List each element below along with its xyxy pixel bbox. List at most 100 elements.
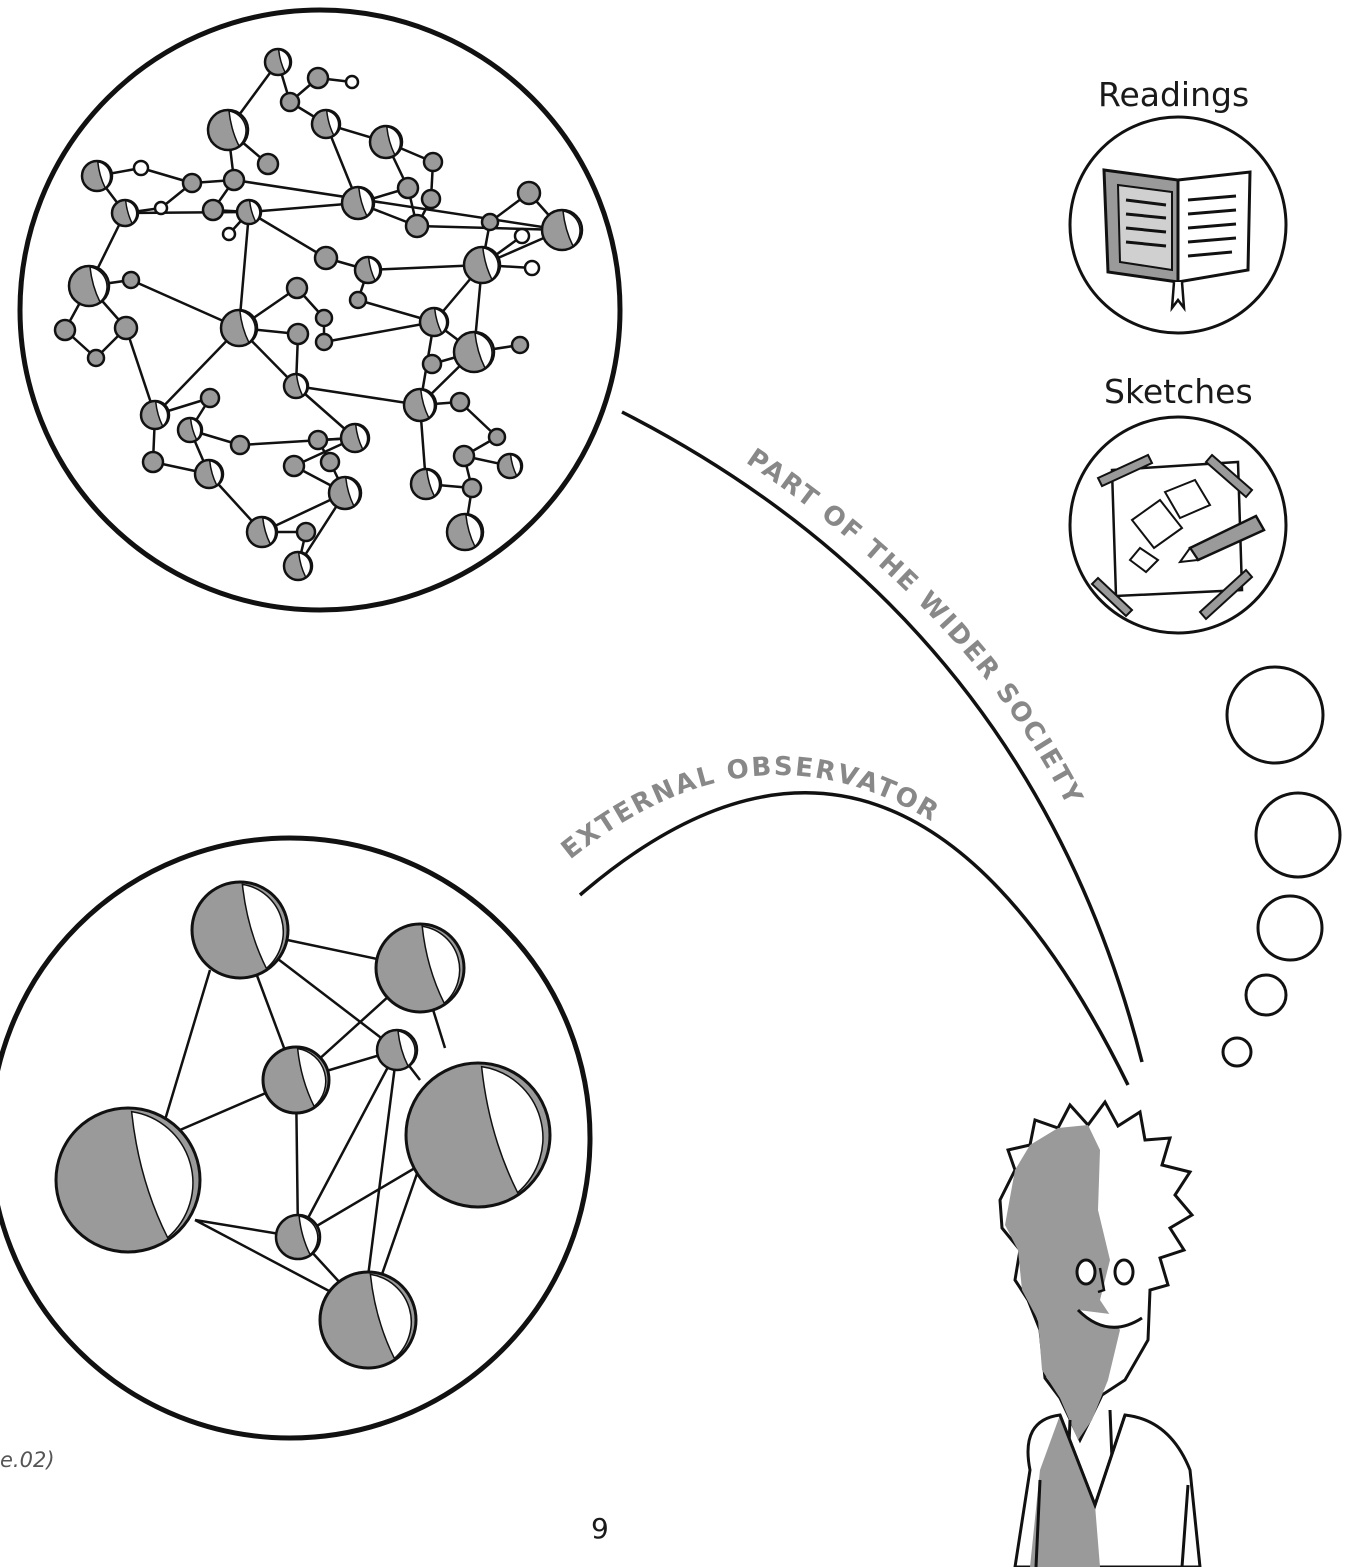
network-node [113,315,139,341]
network-node [219,308,259,348]
network-node [245,515,279,549]
network-node [462,245,502,285]
network-node [396,176,420,200]
network-node [344,74,360,90]
page-number: 9 [591,1512,609,1545]
network-node [461,477,483,499]
network-node [523,259,541,277]
network-node [53,318,77,342]
network-edge [237,211,251,329]
thought-bubbles [1221,665,1342,1068]
network-edge [130,278,240,330]
network-node [319,451,341,473]
network-node [282,550,314,582]
network-node [404,1061,552,1209]
network-node [452,444,476,468]
network-node [327,475,363,511]
network-node [222,168,246,192]
readings-label: Readings [1098,75,1250,114]
network-edge [124,210,250,215]
network-node [141,450,165,474]
network-edge [295,384,421,407]
network-node [229,434,251,456]
network-node [516,180,542,206]
network-node [510,335,530,355]
figure-reference: e.02) [0,1448,55,1472]
complex-network-circle [17,7,623,613]
network-edge [233,178,563,232]
network-node [487,427,507,447]
network-node [285,276,309,300]
network-node [480,212,500,232]
network-node [318,1270,418,1370]
network-node [314,308,334,328]
sketches-thumbnail [1068,415,1288,635]
network-node [181,172,203,194]
network-node [282,372,310,400]
network-node [132,159,150,177]
network-node [139,399,171,431]
network-node [409,467,443,501]
network-node [314,332,334,352]
network-edge [124,327,157,416]
network-node [263,47,293,77]
network-node [67,264,111,308]
network-node [513,227,531,245]
observer-person [998,1099,1202,1567]
network-node [540,208,584,252]
network-node [353,255,383,285]
network-node [452,330,496,374]
network-node [282,454,306,478]
network-node [340,185,376,221]
network-node [190,880,290,980]
network-node [176,416,204,444]
network-node [339,422,371,454]
network-node [445,512,485,552]
network-node [54,1106,202,1254]
simple-network-circle [0,835,593,1441]
network-node [221,226,237,242]
network-node [402,387,438,423]
network-node [404,213,430,239]
network-edge [248,210,327,260]
network-node [279,91,301,113]
network-node [449,391,471,413]
network-node [306,66,330,90]
external-observer-arc: EXTERNAL OBSERVATOR [556,752,1130,1086]
network-node [199,387,221,409]
network-node [418,306,450,338]
network-edge [248,201,359,214]
network-node [201,198,225,222]
network-node [286,322,310,346]
network-node [307,429,329,451]
network-node [153,200,169,216]
network-node [274,1213,322,1261]
network-node [420,188,442,210]
network-node [261,1045,331,1115]
network-node [193,458,225,490]
network-node [496,452,524,480]
network-node [80,159,114,193]
network-edge [154,327,240,416]
readings-thumbnail [1068,115,1288,335]
network-node [256,152,280,176]
network-edge [323,320,435,344]
taped-sketch-icon [1090,453,1266,621]
network-node [235,198,263,226]
sketches-label: Sketches [1104,372,1253,411]
open-book-icon [1102,168,1252,313]
network-node [313,245,339,271]
network-node [368,124,404,160]
network-node [421,353,443,375]
network-node [310,108,342,140]
network-node [422,151,444,173]
network-node [295,521,317,543]
network-node [206,108,250,152]
wider-society-arc: PART OF THE WIDER SOCIETY [621,410,1144,1063]
network-node [375,1028,419,1072]
network-node [86,348,106,368]
network-node [110,198,140,228]
network-node [348,290,368,310]
network-node [121,270,141,290]
